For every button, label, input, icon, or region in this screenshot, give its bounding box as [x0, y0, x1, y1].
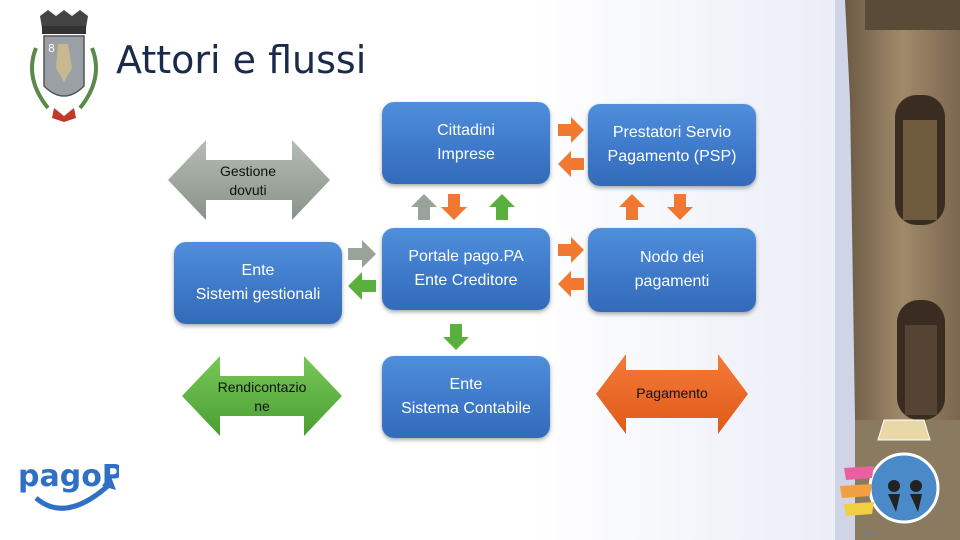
page-title: Attori e flussi: [116, 38, 367, 82]
svg-text:~: ~: [863, 525, 875, 540]
city-crest-logo: 8: [30, 10, 98, 122]
ente-sistema-contabile-box: Ente Sistema Contabile: [382, 356, 550, 438]
rendicontazione-label: Rendicontazio ne: [217, 379, 307, 414]
pagamento-arrow: [596, 354, 748, 434]
crest-number: 8: [48, 42, 55, 55]
pagopa-logo: pagoPA: [18, 459, 119, 511]
portale-contabile-arrow: [443, 324, 469, 350]
pagamento-label: Pagamento: [636, 384, 708, 401]
portale-pagopa-box: Portale pago.PA Ente Creditore: [382, 228, 550, 310]
gestione-dovuti-arrow: [168, 140, 330, 220]
cittadini-portale-arrows: [411, 194, 515, 220]
cittadini-psp-arrows: [558, 117, 584, 177]
cittadini-imprese-box: Cittadini Imprese: [382, 102, 550, 184]
ente-sistemi-gestionali-box: Ente Sistemi gestionali: [174, 242, 342, 324]
psp-nodo-arrows: [619, 194, 693, 220]
nodo-pagamenti-box: Nodo dei pagamenti: [588, 228, 756, 312]
portale-nodo-arrows: [558, 237, 584, 297]
psp-box: Prestatori Servio Pagamento (PSP): [588, 104, 756, 186]
rendicontazione-arrow: [182, 356, 342, 436]
decorative-emblem: ~: [840, 419, 940, 540]
gestione-dovuti-label: Gestione dovuti: [219, 163, 277, 198]
gestionali-portale-arrows: [348, 240, 376, 300]
